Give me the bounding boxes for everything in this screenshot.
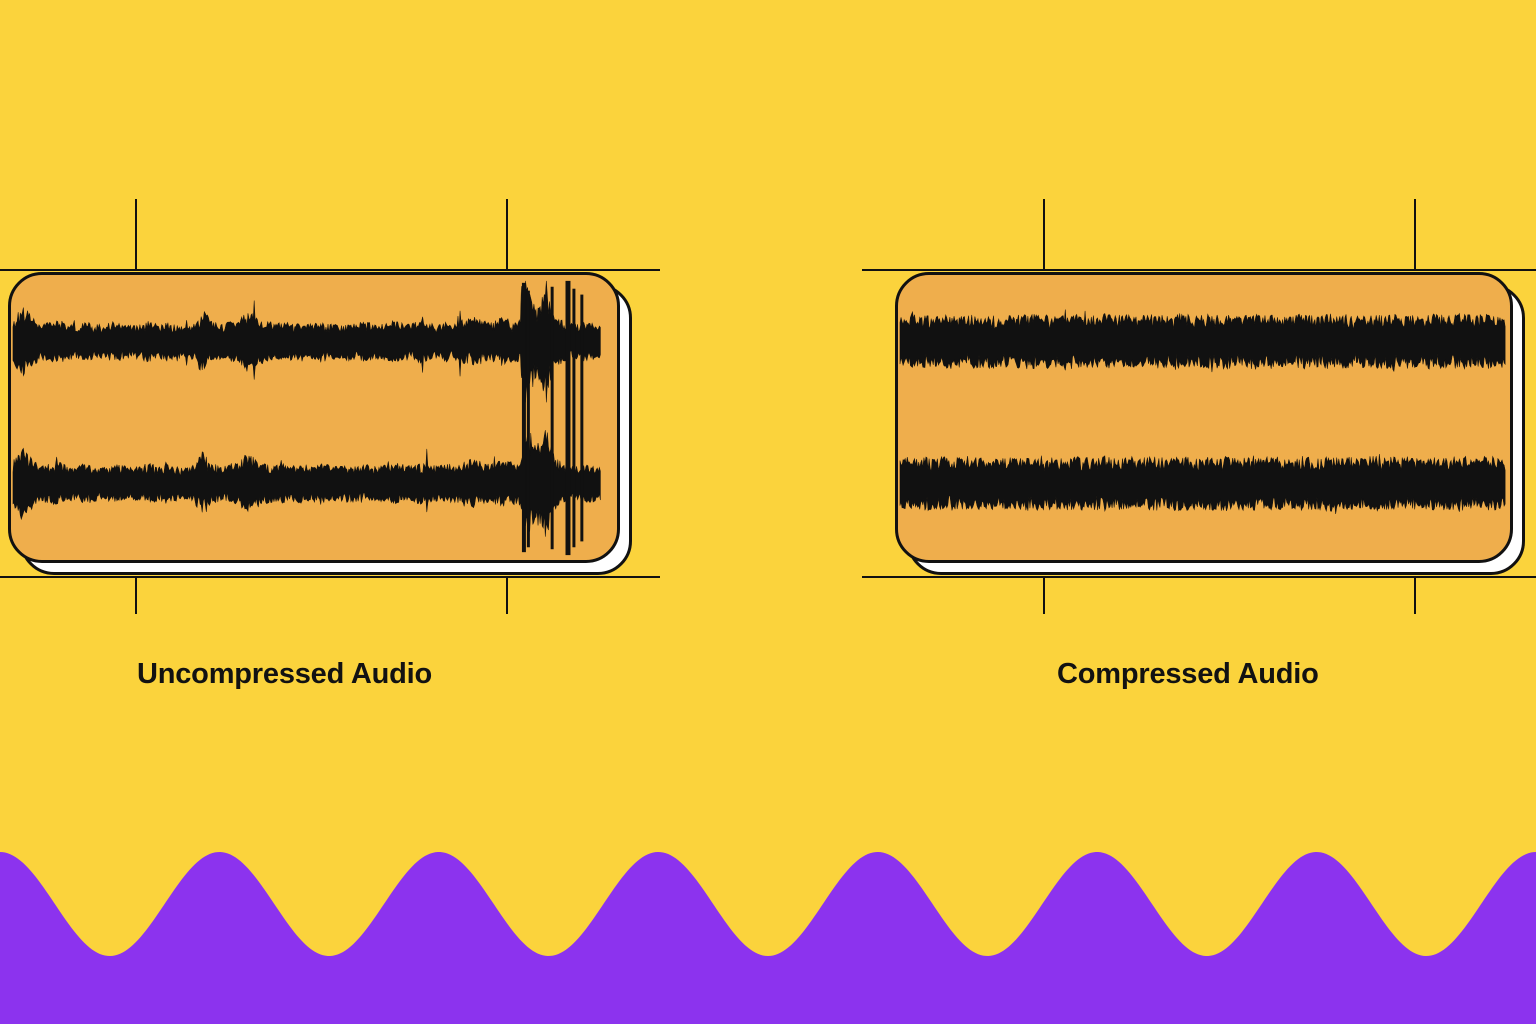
- transient-peak-4: [565, 280, 571, 556]
- uncompressed-audio-card[interactable]: [8, 272, 632, 575]
- card-face: [895, 272, 1513, 563]
- transient-peak-1: [521, 282, 526, 553]
- uncompressed-waveform: [12, 280, 601, 556]
- waveform-channel-2: [899, 453, 1506, 514]
- uncompressed-audio-label: Uncompressed Audio: [137, 658, 433, 690]
- waveform-channel-2: [12, 426, 601, 537]
- waveform-channel-1: [12, 280, 601, 403]
- purple-sine-path: [0, 852, 1536, 1024]
- transient-peak-6: [580, 294, 584, 542]
- purple-wave-band: [0, 834, 1536, 1024]
- compressed-audio-label: Compressed Audio: [1057, 658, 1319, 690]
- waveform-channel-1: [899, 309, 1506, 373]
- compressed-waveform: [899, 309, 1506, 514]
- card-face: [8, 272, 620, 563]
- purple-wave-shape: [0, 852, 1536, 1024]
- transient-peak-3: [550, 286, 554, 550]
- compressed-audio-card[interactable]: [895, 272, 1525, 575]
- transient-peak-5: [572, 288, 576, 548]
- transient-peak-2: [526, 290, 530, 548]
